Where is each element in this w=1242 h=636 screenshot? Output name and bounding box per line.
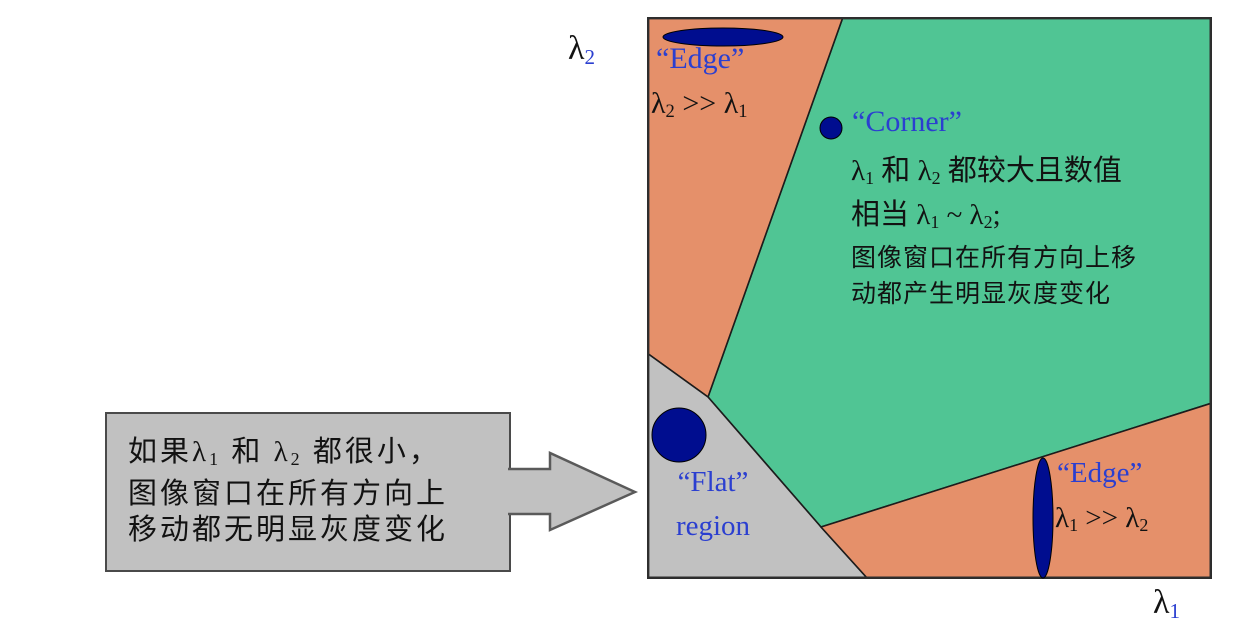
flat-circle-icon	[651, 407, 707, 463]
corner-line2: 相当 λ1 ~ λ2;	[851, 199, 1001, 233]
right-arrow-shape	[508, 451, 639, 532]
x-axis-label: λ1	[1153, 584, 1181, 624]
y-axis-lambda: λ	[568, 30, 585, 67]
x-axis-subscript: 1	[1169, 599, 1181, 624]
x-axis-lambda: λ	[1153, 584, 1170, 621]
y-axis-label: λ2	[568, 30, 596, 70]
edge-top-label: “Edge”	[656, 42, 745, 75]
vertical-edge-ellipse-icon	[1032, 457, 1054, 579]
corner-line1: λ1 和 λ2 都较大且数值	[851, 155, 1122, 189]
flat-callout-box: 如果λ1 和 λ2 都很小， 图像窗口在所有方向上 移动都无明显灰度变化	[105, 412, 511, 572]
callout-line2: 图像窗口在所有方向上	[128, 478, 449, 510]
y-axis-subscript: 2	[584, 45, 596, 70]
horizontal-edge-ellipse-icon	[662, 27, 784, 47]
edge-right-label: “Edge”	[1057, 457, 1143, 489]
edge-right-condition: λ1 >> λ2	[1055, 502, 1149, 536]
flat-sublabel: region	[675, 510, 751, 542]
callout-arrow-icon	[508, 451, 639, 532]
flat-label: “Flat”	[677, 466, 749, 498]
eigenvalue-diagram	[647, 17, 1212, 579]
edge-right-region-shape	[819, 402, 1212, 579]
corner-dot-icon	[819, 116, 843, 140]
callout-line1: 如果λ1 和 λ2 都很小，	[128, 436, 441, 470]
edge-top-condition: λ2 >> λ1	[651, 87, 748, 123]
corner-line3: 图像窗口在所有方向上移	[851, 245, 1138, 272]
callout-line3: 移动都无明显灰度变化	[128, 514, 449, 546]
corner-label: “Corner”	[852, 105, 962, 138]
diagram-border	[647, 17, 1212, 579]
corner-line4: 动都产生明显灰度变化	[851, 281, 1112, 308]
